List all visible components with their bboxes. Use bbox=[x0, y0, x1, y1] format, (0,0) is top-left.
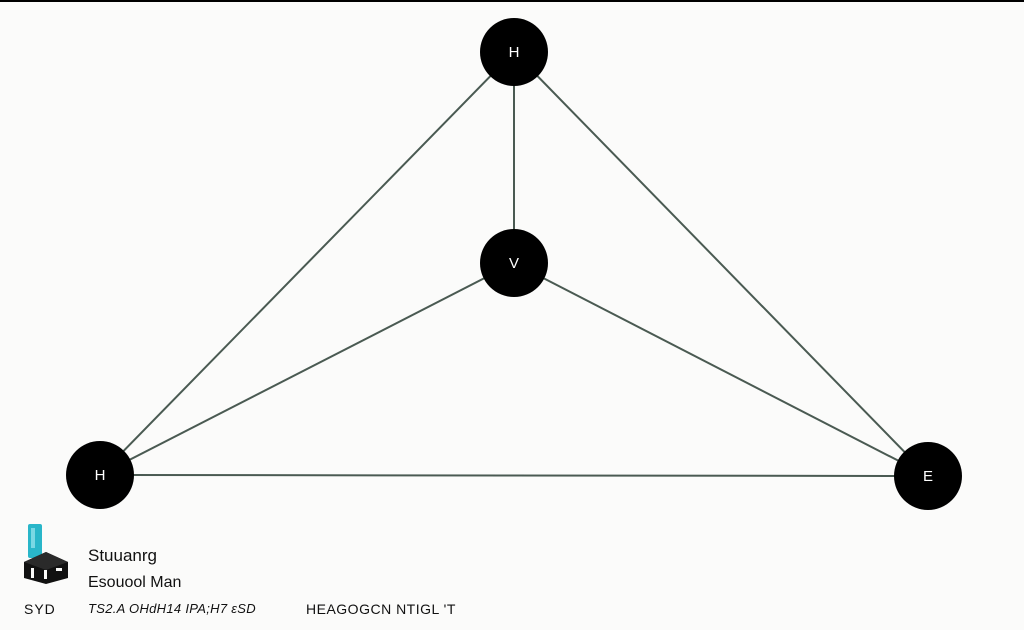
node-label-top: H bbox=[509, 44, 520, 61]
node-circle-center bbox=[480, 229, 548, 297]
node-left: H bbox=[66, 441, 134, 509]
node-circle-left bbox=[66, 441, 134, 509]
caption-title: Stuuanrg bbox=[88, 546, 157, 565]
caption-subtitle: Esouool Man bbox=[88, 574, 182, 591]
node-circle-right bbox=[894, 442, 962, 510]
node-center: V bbox=[480, 229, 548, 297]
edge-top-left bbox=[99, 51, 515, 476]
footer-left-text: SYD bbox=[24, 601, 56, 617]
edge-top-right bbox=[513, 51, 929, 477]
node-label-right: E bbox=[923, 468, 933, 485]
logo-icon bbox=[24, 524, 68, 584]
footer-middle-text: TS2.A OHdH14 IPA;H7 ɛSD bbox=[88, 601, 256, 616]
nodes-layer: H V H E bbox=[66, 18, 962, 510]
edge-center-right bbox=[513, 262, 929, 477]
top-border bbox=[0, 0, 1024, 2]
node-right: E bbox=[894, 442, 962, 510]
node-top: H bbox=[480, 18, 548, 86]
edge-center-left bbox=[99, 262, 515, 476]
edges-layer bbox=[99, 51, 929, 477]
footer-right-text: HEAGOGCN NTIGL 'T bbox=[306, 601, 456, 617]
node-label-center: V bbox=[509, 255, 519, 272]
node-circle-top bbox=[480, 18, 548, 86]
node-label-left: H bbox=[95, 467, 106, 484]
edge-left-right bbox=[99, 474, 929, 477]
